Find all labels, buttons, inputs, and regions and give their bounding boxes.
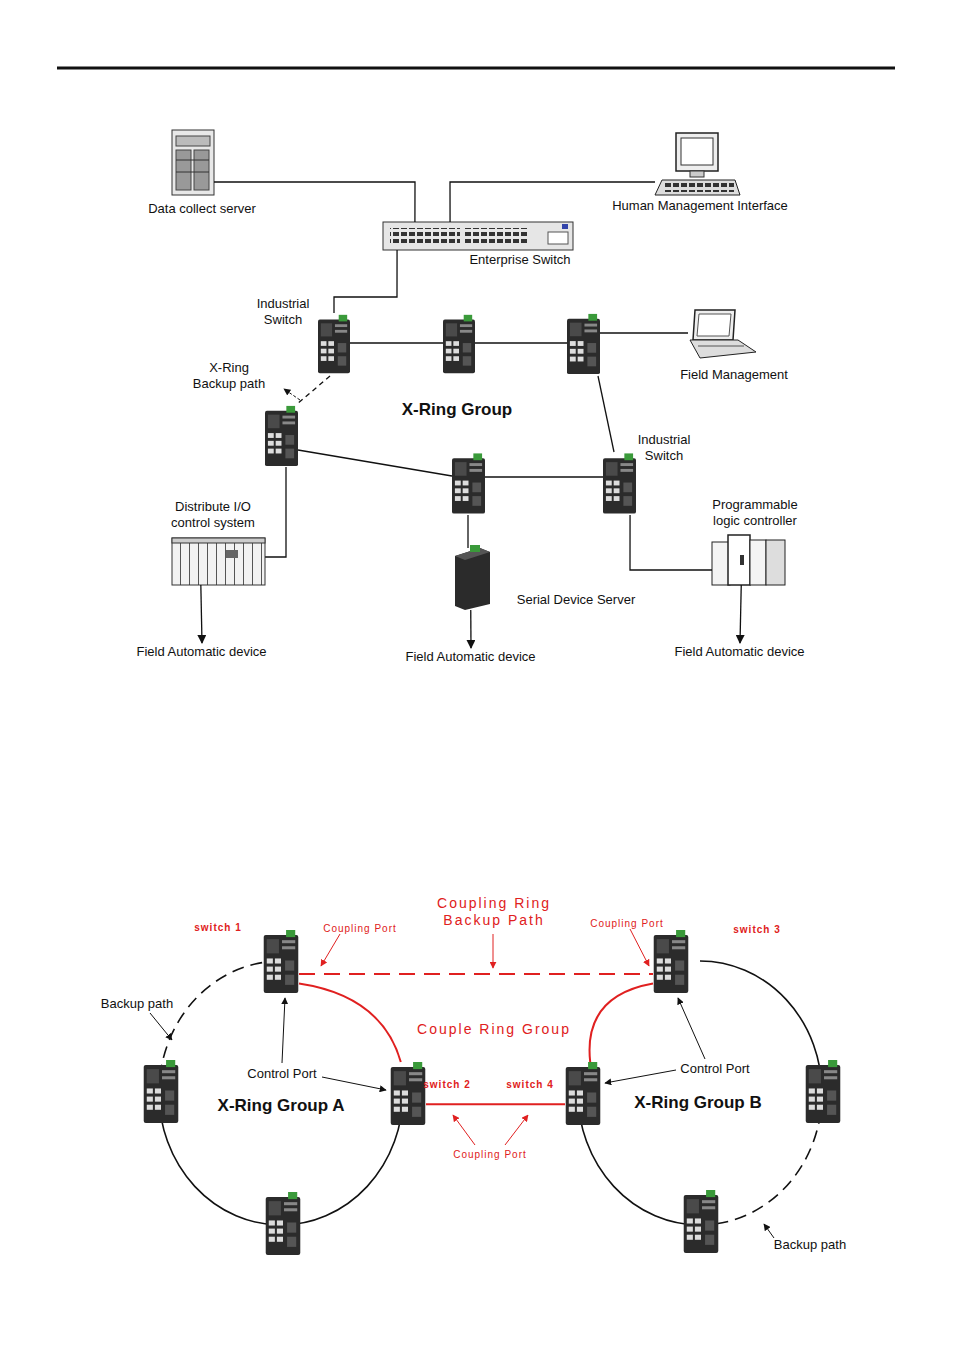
device-node: switch 1	[263, 930, 299, 993]
annotation-label: X-Ring Group A	[218, 1096, 345, 1116]
device-label-box: Field Automatic device	[404, 648, 539, 666]
network-link	[590, 984, 653, 1062]
device-node: Field Management	[688, 310, 756, 358]
device-label: Field Automatic device	[673, 643, 808, 661]
network-link	[299, 973, 653, 975]
device-label: Industrial Switch	[244, 296, 322, 328]
device-label: switch 2	[423, 1078, 470, 1091]
laptop-icon	[690, 310, 756, 358]
device-node: switch 2	[390, 1062, 426, 1125]
workstation-icon	[655, 133, 740, 195]
network-link	[201, 585, 202, 643]
device-label: Programmable logic controller	[699, 497, 811, 529]
network-link	[334, 250, 397, 313]
device-label: Industrial Switch	[625, 432, 703, 464]
callout-label: Coupling Port	[323, 921, 397, 937]
server-icon	[172, 130, 214, 195]
annotation-label: Backup path	[774, 1237, 846, 1253]
callout-label: Coupling Port	[590, 916, 664, 932]
annotation-label: X-Ring Backup path	[190, 360, 268, 392]
callout-label: Couple Ring Group	[417, 1021, 571, 1037]
device-node: switch 3	[653, 930, 689, 993]
device-node: Enterprise Switch	[383, 222, 573, 250]
callout-label: Coupling Port	[453, 1147, 527, 1163]
device-node: Distribute I/O control system	[172, 538, 265, 585]
device-label: Field Automatic device	[404, 648, 539, 666]
device-label: Data collect server	[148, 201, 256, 217]
annotation-label: X-Ring Group	[402, 400, 512, 420]
device-node: Serial Device Server	[455, 548, 490, 610]
device-node: Industrial Switch	[318, 313, 350, 375]
device-label: Distribute I/O control system	[157, 499, 269, 531]
callout-label: Coupling Ring Backup Path	[427, 895, 561, 929]
network-link	[299, 984, 401, 1062]
device-node: Programmable logic controller	[712, 535, 787, 585]
device-label: Enterprise Switch	[469, 252, 570, 268]
device-label: switch 4	[506, 1078, 553, 1091]
annotation-label: Control Port	[680, 1061, 749, 1077]
network-link	[470, 610, 472, 648]
network-link	[630, 515, 712, 570]
io-rack-icon	[172, 538, 265, 585]
network-link	[426, 1103, 565, 1105]
device-label: Human Management Interface	[612, 198, 788, 214]
enterprise-switch-icon	[383, 222, 573, 250]
device-label: Field Automatic device	[135, 643, 270, 661]
device-label: Field Management	[680, 367, 788, 383]
device-label: Serial Device Server	[517, 592, 636, 608]
device-label-box: Field Automatic device	[673, 643, 808, 661]
annotation-label: X-Ring Group B	[634, 1093, 761, 1113]
device-node: Data collect server	[172, 130, 214, 195]
device-label-box: Field Automatic device	[135, 643, 270, 661]
annotation-label: Backup path	[101, 996, 173, 1012]
annotation-label: Control Port	[247, 1066, 316, 1082]
device-label: switch 1	[194, 921, 241, 934]
device-node: Human Management Interface	[655, 133, 740, 195]
device-label: switch 3	[733, 923, 780, 936]
ring-switch-icon	[144, 930, 841, 1255]
device-node: switch 4	[565, 1062, 601, 1125]
network-link	[740, 585, 741, 643]
device-node: Industrial Switch	[603, 452, 636, 515]
industrial-switch-icon	[265, 314, 636, 514]
plc-icon	[712, 535, 785, 585]
serial-server-icon	[455, 545, 490, 610]
